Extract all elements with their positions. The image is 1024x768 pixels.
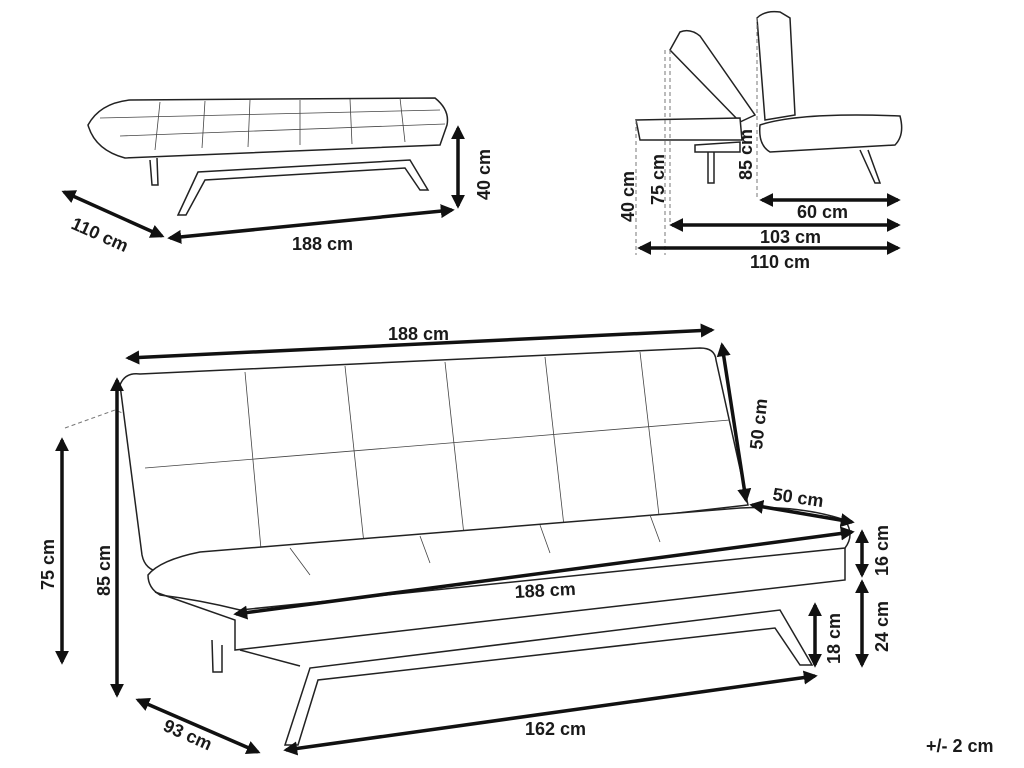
main-cushion-height-label: 16 cm	[872, 525, 892, 576]
side-profile-view	[635, 10, 903, 255]
side-depth-103-label: 103 cm	[760, 227, 821, 247]
side-seat-depth-label: 60 cm	[797, 202, 848, 222]
side-seat-height-label: 40 cm	[618, 171, 638, 222]
bed-flat-view	[87, 97, 449, 216]
width-label: 188 cm	[292, 234, 353, 254]
main-leg-height-label: 18 cm	[824, 613, 844, 664]
sofa-main-dimensions: 188 cm 50 cm 50 cm 16 cm 24 cm 18 cm 188…	[38, 323, 892, 756]
side-reclined-height-label: 75 cm	[648, 154, 668, 205]
main-reclined-height-label: 75 cm	[38, 539, 58, 590]
main-total-height-label: 85 cm	[94, 545, 114, 596]
side-bed-depth-label: 110 cm	[750, 252, 810, 272]
side-profile-dimensions: 40 cm 75 cm 85 cm 60 cm 103 cm 110 cm	[618, 129, 901, 272]
main-seat-depth-label: 50 cm	[771, 484, 824, 511]
main-back-height-label: 50 cm	[746, 398, 771, 451]
main-top-width-label: 188 cm	[388, 324, 449, 344]
tolerance-note: +/- 2 cm	[926, 736, 994, 756]
main-seat-width-label: 188 cm	[514, 579, 576, 602]
main-base-height-label: 24 cm	[872, 601, 892, 652]
side-total-height-label: 85 cm	[736, 129, 756, 180]
main-leg-span-label: 162 cm	[525, 719, 586, 739]
height-label: 40 cm	[474, 149, 494, 200]
